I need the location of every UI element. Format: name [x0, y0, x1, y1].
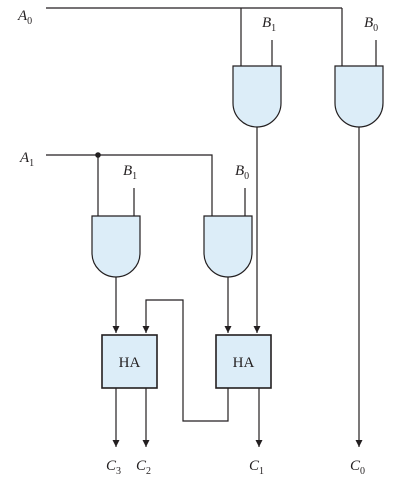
- input-a0-label: A0: [17, 8, 32, 27]
- half-adder-1: [101, 334, 158, 389]
- input-b1-top-label: B1: [262, 15, 276, 34]
- output-c3-label: C3: [106, 458, 121, 477]
- half-adder-2: [215, 334, 272, 389]
- input-b0-mid-label: B0: [235, 163, 249, 182]
- output-c0-label: C0: [350, 458, 365, 477]
- output-c1-label: C1: [249, 458, 264, 477]
- and-gate-1: [232, 65, 282, 128]
- junction-dot: [95, 152, 101, 158]
- a1-wire: [46, 154, 213, 216]
- and-gate-3: [91, 215, 141, 278]
- output-c2-label: C2: [136, 458, 151, 477]
- half-adder-1-label: HA: [119, 355, 141, 371]
- input-b1-mid-label: B1: [123, 163, 137, 182]
- and-gate-2: [334, 65, 384, 128]
- carry-wire: [142, 299, 229, 422]
- input-a1-label: A1: [19, 150, 34, 169]
- half-adder-2-label: HA: [233, 355, 255, 371]
- input-b0-top-label: B0: [364, 15, 378, 34]
- and-gate-4: [203, 215, 253, 278]
